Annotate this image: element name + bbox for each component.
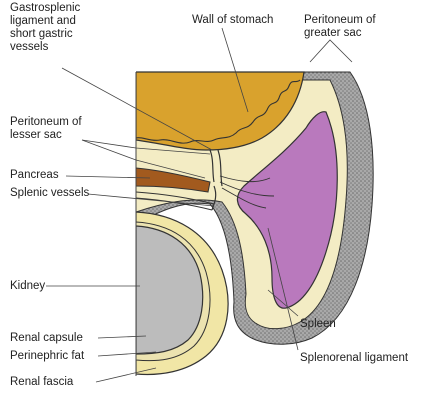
label-gastrosplenic: Gastrosplenic ligament and short gastric… <box>10 2 80 54</box>
label-splenorenal-ligament: Splenorenal ligament <box>300 352 408 365</box>
label-renal-fascia: Renal fascia <box>10 376 73 389</box>
label-spleen: Spleen <box>300 318 336 331</box>
label-peritoneum-lesser-sac: Peritoneum of lesser sac <box>10 116 82 142</box>
label-renal-capsule: Renal capsule <box>10 332 83 345</box>
label-wall-of-stomach: Wall of stomach <box>192 14 273 27</box>
label-peritoneum-greater-sac: Peritoneum of greater sac <box>304 14 376 40</box>
label-kidney: Kidney <box>10 280 45 293</box>
label-perinephric-fat: Perinephric fat <box>10 350 84 363</box>
label-pancreas: Pancreas <box>10 169 59 182</box>
label-splenic-vessels: Splenic vessels <box>10 187 89 200</box>
